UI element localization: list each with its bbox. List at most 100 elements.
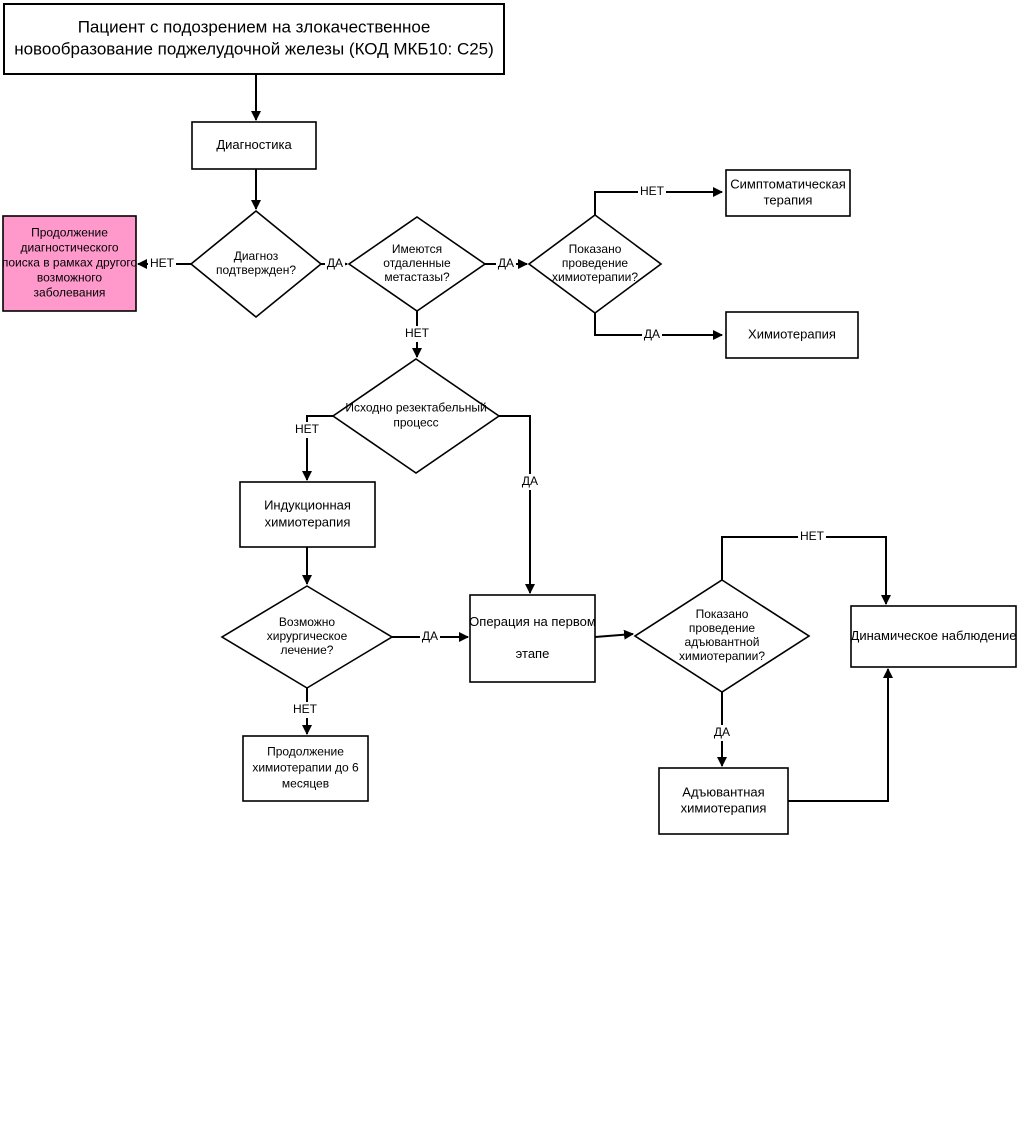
operation-label-line: Операция на первом: [469, 614, 596, 629]
edge-chemo-yes: [594, 313, 723, 340]
edge-label-text: НЕТ: [295, 422, 320, 436]
edge-label-resect-no: НЕТ: [293, 422, 321, 438]
edge-label-bg: [403, 326, 431, 342]
edge-label-surg-no: НЕТ: [291, 702, 319, 718]
adjuvant-indicated-label-line: химиотерапии?: [679, 649, 765, 663]
edge-adjuvant-obs: [788, 668, 893, 802]
edge-label-text: ДА: [714, 725, 730, 739]
edge-label-text: НЕТ: [150, 256, 175, 270]
edge-resect-yes: [499, 415, 535, 594]
edge-label-bg: [638, 184, 666, 200]
edge-label-text: ДА: [498, 256, 514, 270]
continue-chemo-label-line: химиотерапии до 6: [252, 761, 359, 775]
edge-label-bg: [496, 256, 516, 272]
continue-search-label-line: диагностического: [20, 241, 118, 255]
surgery-possible-diamond: [220, 585, 394, 689]
chemo-indicated-label-line: химиотерапии?: [552, 270, 638, 284]
edge-chemo-no: [594, 187, 723, 215]
symptomatic-box: [725, 169, 851, 217]
edge-label-text: НЕТ: [800, 529, 825, 543]
edge-resect-no: [302, 415, 333, 481]
diagnostics-label-line: Диагностика: [216, 137, 292, 152]
edge-label-meta-no: НЕТ: [403, 326, 431, 342]
edge-label-bg: [798, 529, 826, 545]
node-adjuvant-indicated: Показанопроведениеадъювантнойхимиотерапи…: [633, 579, 811, 693]
start-label-line: Пациент с подозрением на злокачественное: [78, 17, 431, 36]
edge-label-text: ДА: [644, 327, 660, 341]
continue-chemo-label-line: месяцев: [282, 777, 329, 791]
metastases-label-line: отдаленные: [383, 256, 451, 270]
node-observation: Динамическое наблюдение: [850, 605, 1017, 668]
induction-label-line: Индукционная: [264, 497, 351, 512]
induction-box: [239, 481, 376, 548]
surgery-possible-label-line: хирургическое: [267, 629, 348, 643]
surgery-possible-label-line: лечение?: [281, 643, 334, 657]
edge-operation-adjv: [594, 629, 634, 640]
edge-label-text: ДА: [422, 629, 438, 643]
edge-label-text: ДА: [327, 256, 343, 270]
edge-label-bg: [642, 327, 662, 343]
edge-label-text: НЕТ: [640, 184, 665, 198]
continue-search-box: [2, 215, 137, 312]
adjuvant-indicated-label-line: адъювантной: [685, 635, 760, 649]
symptomatic-label-line: Симптоматическая: [730, 176, 846, 191]
edge-label-adjv-yes: ДА: [712, 725, 732, 741]
chemo-indicated-diamond: [527, 214, 663, 314]
node-operation: Операция на первом этапе: [469, 594, 596, 683]
edge-label-resect-yes: ДА: [520, 474, 540, 490]
diagnostics-box: [191, 121, 317, 170]
diag-confirmed-label-line: Диагноз: [234, 249, 279, 263]
chemo-indicated-label-line: Показано: [569, 242, 622, 256]
adjuvant-indicated-label-line: проведение: [689, 621, 756, 635]
continue-chemo-label-line: Продолжение: [267, 745, 344, 759]
continue-search-label-line: возможного: [37, 271, 103, 285]
edge-label-adjv-no: НЕТ: [798, 529, 826, 545]
edge-label-chemo-yes: ДА: [642, 327, 662, 343]
edge-label-diag-no: НЕТ: [148, 256, 176, 272]
continue-search-label-line: заболевания: [34, 286, 106, 300]
edge-label-bg: [148, 256, 176, 272]
edge-label-bg: [325, 256, 345, 272]
continue-chemo-box: [242, 735, 369, 802]
surgery-possible-label-line: Возможно: [279, 615, 335, 629]
adjuvant-indicated-label-line: Показано: [696, 607, 749, 621]
diag-confirmed-diamond: [189, 209, 323, 319]
edge-adjv-no: [721, 536, 891, 605]
diag-confirmed-label-line: подтвержден?: [216, 263, 296, 277]
symptomatic-label-line: терапия: [764, 192, 813, 207]
edge-label-chemo-no: НЕТ: [638, 184, 666, 200]
node-start: Пациент с подозрением на злокачественное…: [3, 3, 505, 75]
chemo-indicated-label-line: проведение: [562, 256, 629, 270]
adjuvant-indicated-diamond: [633, 579, 811, 693]
edge-label-bg: [420, 629, 440, 645]
edge-label-diag-yes: ДА: [325, 256, 345, 272]
operation-label-line: этапе: [516, 646, 550, 661]
edge-label-text: НЕТ: [405, 326, 430, 340]
observation-box: [850, 605, 1017, 668]
node-chemotherapy: Химиотерапия: [725, 311, 859, 359]
resectable-label-line: Исходно резектабельный: [345, 401, 486, 415]
edge-label-bg: [712, 725, 732, 741]
adjuvant-label-line: химиотерапия: [681, 800, 767, 815]
edge-label-bg: [520, 474, 540, 490]
adjuvant-box: [658, 767, 789, 835]
edge-label-text: НЕТ: [293, 702, 318, 716]
edge-label-bg: [291, 702, 319, 718]
start-label-line: новообразование поджелудочной железы (КО…: [14, 39, 494, 58]
chemotherapy-box: [725, 311, 859, 359]
metastases-label-line: метастазы?: [384, 270, 450, 284]
continue-search-label-line: поиска в рамках другого: [2, 256, 138, 270]
metastases-diamond: [347, 216, 487, 312]
observation-label-line: Динамическое наблюдение: [851, 628, 1017, 643]
continue-search-label-line: Продолжение: [31, 226, 108, 240]
node-diagnostics: Диагностика: [191, 121, 317, 170]
edge-label-text: ДА: [522, 474, 538, 488]
